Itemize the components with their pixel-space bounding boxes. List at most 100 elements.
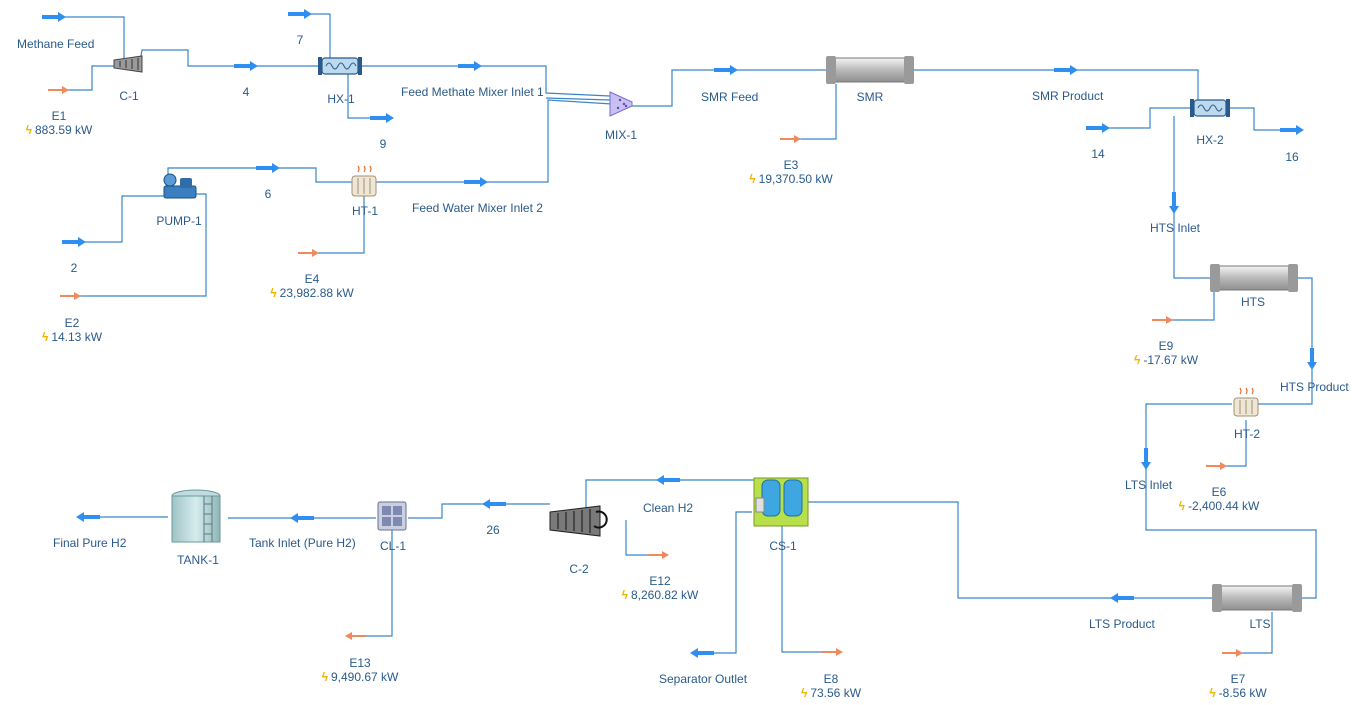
stream-line-4[interactable] [139,49,322,67]
energy-stream-e7[interactable]: E7 ϟ-8.56 kW [1209,672,1266,700]
energy-arrow-icon[interactable] [648,551,669,559]
arrow-icon[interactable] [76,512,100,522]
stream-line-smr-product[interactable] [912,69,1199,100]
energy-line-e3[interactable] [784,84,837,140]
arrow-icon[interactable] [1086,123,1110,133]
stream-line-hts-product[interactable] [1258,277,1313,405]
stream-label-separator-outlet: Separator Outlet [659,672,748,686]
energy-line-e4[interactable] [300,196,365,254]
stream-line-26[interactable] [408,503,550,519]
heat-exchanger-icon[interactable] [318,57,362,75]
stream-line-hts-inlet[interactable] [1173,116,1212,279]
stream-line-feed-water-mixer-inlet-2[interactable] [376,99,613,183]
arrow-icon[interactable] [656,475,680,485]
stream-line-2[interactable] [66,195,168,243]
heater-icon[interactable] [351,165,377,197]
energy-stream-name: E2 [64,316,80,330]
stream-line-6[interactable] [167,167,352,186]
energy-line-e9[interactable] [1154,292,1215,321]
arrow-icon[interactable] [458,61,482,71]
energy-line-e1[interactable] [68,65,114,91]
arrow-icon[interactable] [288,9,312,19]
cooler-icon[interactable] [377,501,407,531]
arrow-icon[interactable] [256,163,280,173]
stream-line-7[interactable] [302,13,331,60]
arrow-icon[interactable] [1054,65,1078,75]
stream-line-methane-feed[interactable] [60,16,125,60]
stream-line-lts-product[interactable] [808,501,1214,599]
arrow-icon[interactable] [690,648,714,658]
energy-stream-value: 23,982.88 kW [279,286,354,300]
energy-arrow-icon[interactable] [1206,462,1227,470]
reactor-icon[interactable] [1212,584,1302,612]
heater-icon[interactable] [1233,387,1259,417]
lightning-bolt-icon: ϟ [800,686,808,700]
energy-stream-e9[interactable]: E9 ϟ-17.67 kW [1134,339,1198,367]
heat-exchanger-icon[interactable] [1190,99,1230,117]
stream-line-14[interactable] [1098,107,1194,129]
stream-line-16[interactable] [1226,107,1296,131]
equipment-label-pump1: PUMP-1 [156,214,202,228]
stream-label-smr-feed: SMR Feed [701,90,759,104]
energy-arrow-icon[interactable] [780,135,801,143]
energy-stream-name: E9 [1158,339,1174,353]
energy-stream-name: E1 [51,109,67,123]
stream-line-clean-h2[interactable] [585,479,780,512]
pump-icon[interactable] [163,173,197,199]
arrow-icon[interactable] [1280,125,1304,135]
stream-line-mixer-guide [545,97,611,101]
arrow-icon[interactable] [62,237,86,247]
equipment-label-hx2: HX-2 [1196,133,1224,147]
arrow-icon[interactable] [42,12,66,22]
arrow-icon[interactable] [714,65,738,75]
lightning-bolt-icon: ϟ [1178,499,1185,513]
tank-icon[interactable] [171,489,221,543]
energy-line-e8[interactable] [781,526,822,653]
lightning-bolt-icon: ϟ [321,670,328,684]
energy-arrow-icon[interactable] [298,249,319,257]
stream-label-hts-product: HTS Product [1280,380,1349,394]
energy-arrow-icon[interactable] [822,648,843,656]
arrow-icon[interactable] [1110,593,1134,603]
energy-line-e12[interactable] [625,520,668,556]
separator-icon[interactable] [753,477,809,527]
lightning-bolt-icon: ϟ [1133,353,1141,367]
mixer-icon[interactable] [609,91,633,117]
energy-arrow-icon[interactable] [1222,649,1243,657]
arrow-icon[interactable] [234,61,258,71]
energy-arrow-icon[interactable] [48,86,69,94]
energy-stream-value: 73.56 kW [810,686,862,700]
compressor-icon[interactable] [549,505,608,537]
energy-arrow-icon[interactable] [60,292,81,300]
reactor-icon[interactable] [1210,264,1298,292]
arrow-icon[interactable] [290,513,314,523]
stream-label-2: 2 [70,261,78,275]
arrow-icon[interactable] [370,113,394,123]
energy-line-e2[interactable] [64,193,207,297]
stream-line-feed-methane-mixer-inlet-1[interactable] [358,65,611,97]
stream-label-6: 6 [264,187,272,201]
stream-line-smr-feed[interactable] [632,69,828,107]
equipment-label-lts: LTS [1249,617,1271,631]
energy-arrow-icon[interactable] [1152,316,1173,324]
energy-stream-e6[interactable]: E6 ϟ-2,400.44 kW [1179,485,1260,513]
arrow-icon[interactable] [1307,348,1317,370]
stream-line-lts-inlet[interactable] [1145,403,1317,599]
arrow-icon[interactable] [464,177,488,187]
arrow-icon[interactable] [1141,448,1151,470]
arrow-icon[interactable] [1169,192,1179,214]
arrow-icon[interactable] [482,499,506,509]
stream-line-separator-outlet[interactable] [692,511,752,654]
energy-stream-name: E3 [783,158,799,172]
compressor-icon[interactable] [113,55,143,73]
energy-stream-value: 8,260.82 kW [630,588,699,602]
reactor-icon[interactable] [826,56,914,84]
energy-arrow-icon[interactable] [345,632,366,640]
